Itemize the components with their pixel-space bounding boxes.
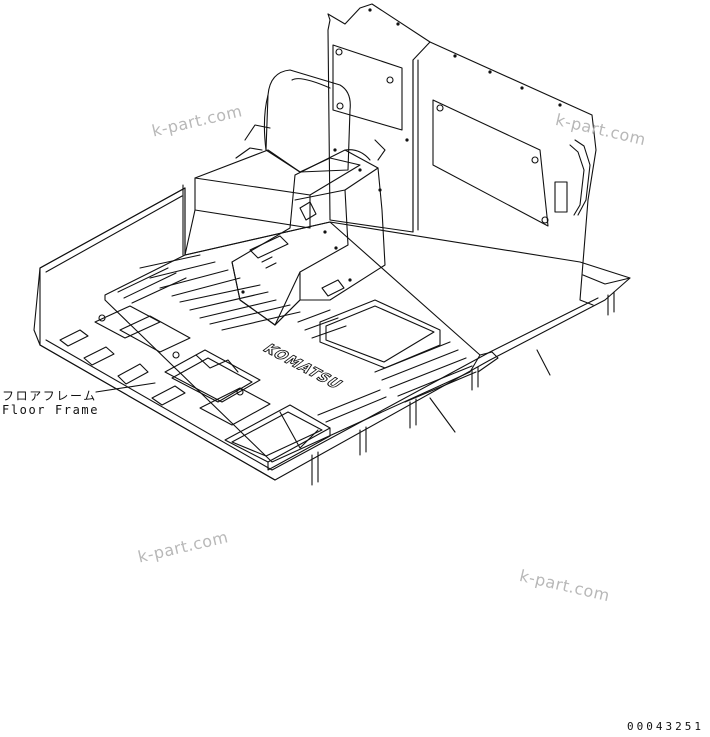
part-name-japanese: フロアフレーム [2, 389, 97, 403]
mat-lettering: KOMATSU [259, 342, 347, 392]
rear-wall-panel [327, 3, 597, 306]
pedal-assembly [164, 349, 331, 471]
leader-lines [95, 349, 551, 433]
support-legs [311, 291, 615, 486]
operator-seat [182, 69, 386, 326]
part-name-english: Floor Frame [2, 403, 100, 417]
part-label: フロアフレーム Floor Frame [2, 389, 99, 417]
mat-ribs [117, 254, 477, 423]
wall-rivets [333, 8, 562, 192]
floor-mat: KOMATSU [104, 221, 499, 463]
drawing-number: 00043251 [627, 720, 704, 733]
front-plate-details [59, 305, 244, 406]
floor-plate [33, 187, 631, 481]
